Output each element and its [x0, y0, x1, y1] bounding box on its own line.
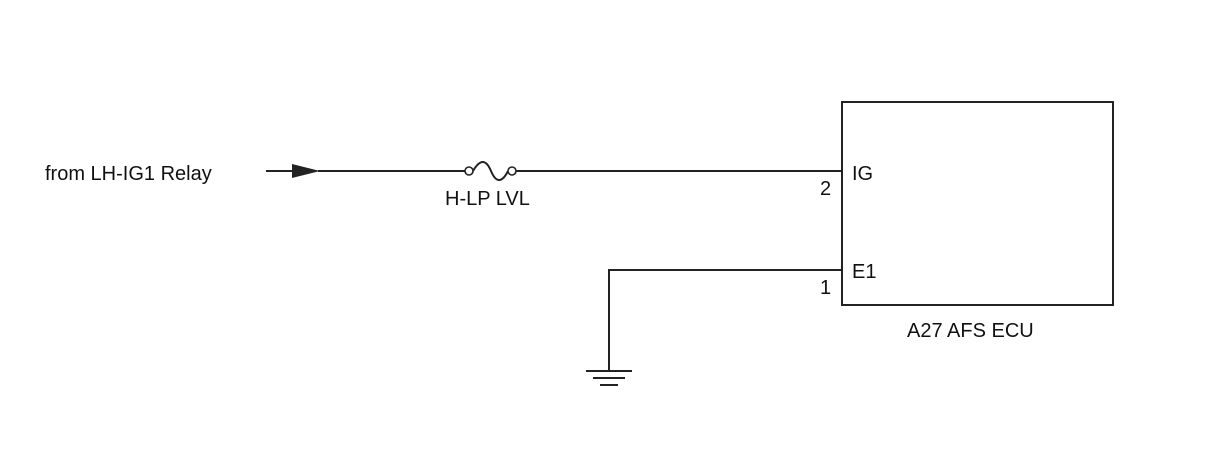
- pin-ig-number: 2: [820, 178, 831, 200]
- ground-icon: [586, 370, 632, 386]
- pin-e1-name: E1: [852, 261, 876, 283]
- pin-ig-name: IG: [852, 163, 873, 185]
- source-arrow-icon: [266, 164, 320, 178]
- ecu-box: [841, 101, 1114, 306]
- ecu-name: A27 AFS ECU: [907, 320, 1034, 342]
- source-label: from LH-IG1 Relay: [45, 163, 212, 185]
- wire-e1-to-ground: [608, 269, 842, 370]
- fuse-label: H-LP LVL: [445, 188, 530, 210]
- fuse-icon: [464, 161, 517, 181]
- pin-e1-number: 1: [820, 277, 831, 299]
